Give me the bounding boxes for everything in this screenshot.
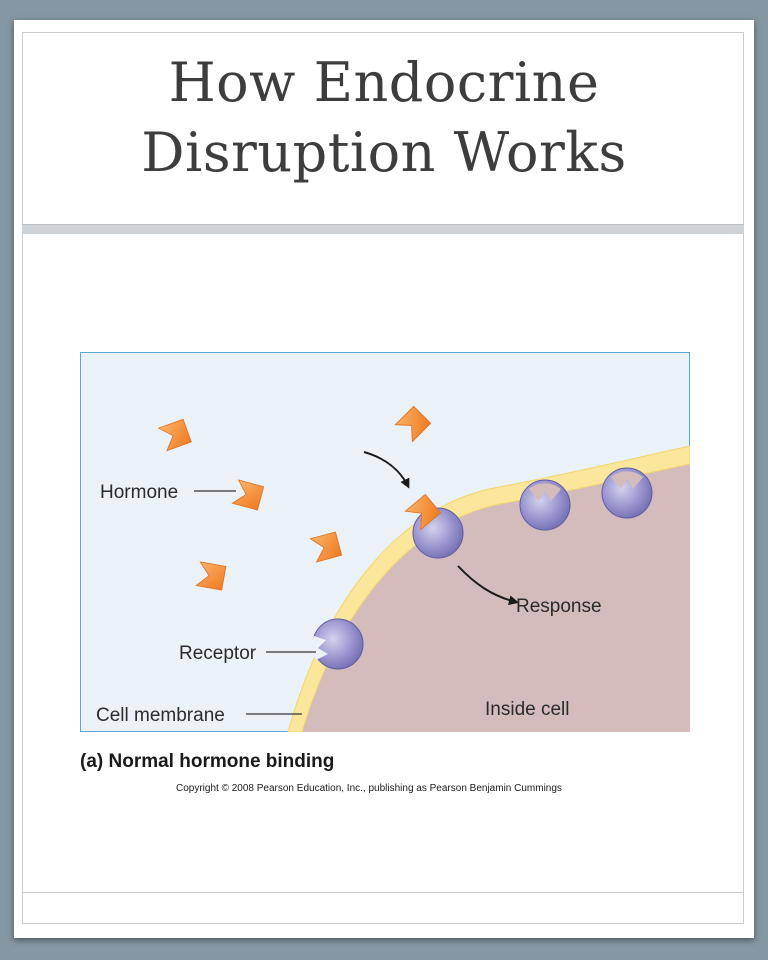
response-label: Response (516, 596, 602, 617)
title-line-1: How Endocrine (168, 51, 600, 114)
binding-arrow (363, 451, 410, 489)
figure-caption: (a) Normal hormone binding (80, 751, 335, 772)
footer-divider (22, 892, 744, 893)
receptor-label: Receptor (179, 643, 257, 664)
title-line-2: Disruption Works (141, 121, 627, 184)
slide-frame (22, 32, 744, 924)
receptor-empty (601, 467, 653, 519)
hormone-label: Hormone (100, 482, 178, 503)
receptor-empty (519, 479, 571, 531)
cell-membrane-label: Cell membrane (96, 705, 225, 726)
receptor-labeled (311, 618, 364, 670)
slide: How Endocrine Disruption Works (14, 20, 754, 938)
title-divider-bar (22, 224, 744, 234)
hormone-binding-diagram: Hormone Receptor Cell membrane Response … (80, 352, 690, 732)
inside-cell-region (302, 464, 690, 732)
response-arrow (457, 565, 519, 606)
copyright-notice: Copyright © 2008 Pearson Education, Inc.… (176, 783, 562, 794)
cell-membrane (287, 445, 690, 732)
inside-cell-label: Inside cell (485, 699, 570, 720)
slide-title: How Endocrine Disruption Works (14, 48, 754, 188)
